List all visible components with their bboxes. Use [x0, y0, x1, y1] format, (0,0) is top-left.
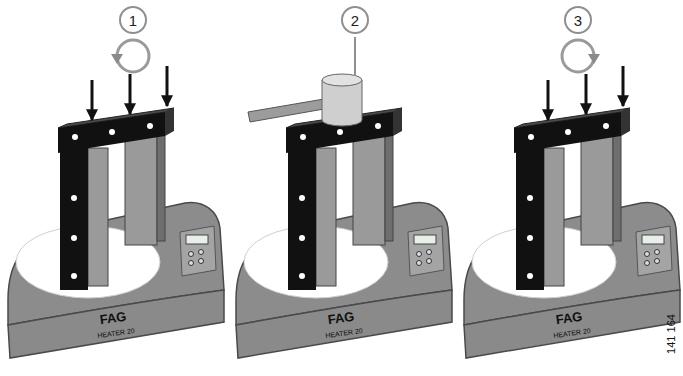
yoke-leg-side: [385, 124, 393, 241]
callout-circle: 1: [119, 6, 147, 34]
rotation-arrowhead: [588, 54, 600, 64]
button: [189, 252, 194, 257]
heater-base-front: [8, 290, 224, 358]
rivet: [603, 123, 609, 129]
yoke-bar: [58, 112, 165, 153]
callout-number: 1: [129, 13, 137, 28]
display: [186, 235, 208, 244]
callout-circle: 2: [341, 6, 369, 34]
rivet: [72, 134, 78, 140]
bar-side: [165, 108, 174, 136]
force-arrow: [166, 66, 169, 106]
heater-base-front: [464, 290, 680, 358]
yoke-leg: [353, 128, 385, 245]
button: [655, 250, 660, 255]
hammer-head: [322, 80, 362, 126]
yoke-plate: [288, 148, 316, 290]
rotation-ring: [117, 40, 149, 72]
force-arrow: [622, 66, 625, 106]
button: [427, 259, 432, 264]
brand-label: FAG: [555, 310, 583, 327]
display: [414, 235, 436, 244]
rivet: [299, 235, 305, 241]
rivet: [71, 273, 77, 279]
rotation-arrowhead: [111, 54, 123, 64]
rivet: [527, 235, 533, 241]
button: [189, 261, 194, 266]
bar-side: [621, 108, 630, 136]
bar-side: [393, 108, 402, 136]
yoke-leg-side: [613, 124, 621, 241]
yoke-leg: [544, 148, 564, 286]
button: [199, 259, 204, 264]
brand-label: FAG: [327, 310, 355, 327]
rivet: [300, 134, 306, 140]
button: [645, 252, 650, 257]
callout-circle: 3: [564, 6, 592, 34]
figure-number: 141 164: [666, 314, 677, 354]
yoke-leg: [88, 148, 108, 286]
force-arrow: [547, 80, 550, 120]
button: [199, 250, 204, 255]
yoke-plate: [516, 148, 544, 290]
control-panel: [408, 226, 444, 276]
control-panel: [180, 226, 216, 276]
rivet: [565, 129, 571, 135]
force-arrow: [585, 74, 588, 114]
callout-number: 2: [351, 13, 359, 28]
yoke-leg: [581, 128, 613, 245]
rivet: [71, 235, 77, 241]
yoke-bar: [514, 112, 621, 153]
rivet: [375, 123, 381, 129]
button: [417, 261, 422, 266]
rivet: [299, 195, 305, 201]
hammer-handle: [248, 99, 324, 122]
yoke-leg-side: [157, 124, 165, 241]
button: [417, 252, 422, 257]
yoke-plate: [60, 148, 88, 290]
brand-label: FAG: [99, 310, 127, 327]
rivet: [299, 273, 305, 279]
yoke-leg: [125, 128, 157, 245]
yoke-leg: [316, 148, 336, 286]
rivet: [71, 195, 77, 201]
control-panel: [636, 226, 672, 276]
display: [642, 235, 664, 244]
heater-base-front: [236, 290, 452, 358]
heater-panel: [464, 40, 680, 358]
rivet: [528, 134, 534, 140]
force-arrow: [129, 74, 132, 114]
rivet: [527, 195, 533, 201]
heater-panel: [8, 40, 224, 358]
button: [427, 250, 432, 255]
callout-number: 3: [574, 13, 582, 28]
button: [655, 259, 660, 264]
force-arrow: [91, 80, 94, 120]
heater-panel: [236, 37, 452, 358]
button: [645, 261, 650, 266]
rivet: [337, 129, 343, 135]
rivet: [147, 123, 153, 129]
leader-line: [354, 37, 356, 76]
rivet: [109, 129, 115, 135]
rivet: [527, 273, 533, 279]
